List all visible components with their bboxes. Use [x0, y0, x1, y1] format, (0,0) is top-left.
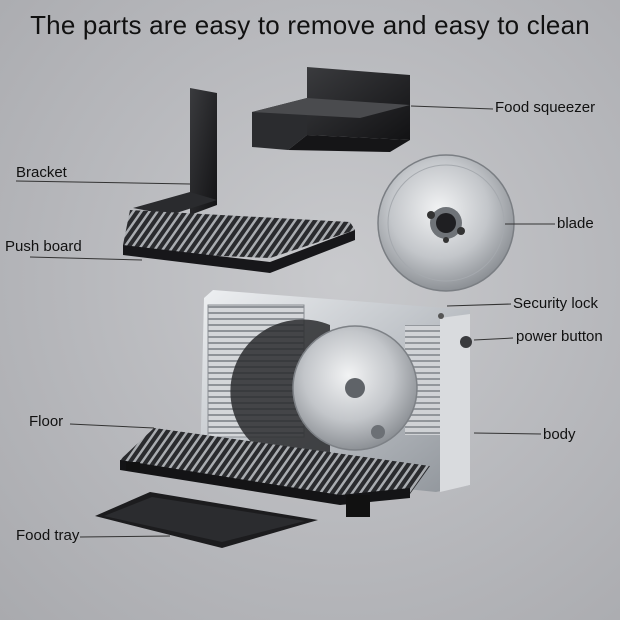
label-power-button: power button — [516, 328, 603, 345]
slicer-body-part — [200, 290, 472, 492]
page-title: The parts are easy to remove and easy to… — [30, 10, 590, 40]
label-body: body — [543, 426, 576, 443]
label-floor: Floor — [29, 413, 64, 430]
label-push-board: Push board — [5, 238, 82, 255]
label-food-squeezer: Food squeezer — [495, 99, 596, 116]
blade-part — [377, 154, 515, 292]
label-security-lock: Security lock — [513, 295, 599, 312]
label-bracket: Bracket — [16, 164, 67, 181]
label-blade: blade — [557, 215, 594, 232]
food-squeezer-part — [252, 67, 410, 152]
food-tray-part — [95, 492, 318, 548]
floor-part — [120, 428, 430, 517]
leader-lines — [15, 105, 555, 538]
push-board-part — [123, 88, 355, 273]
label-food-tray: Food tray — [16, 527, 80, 544]
